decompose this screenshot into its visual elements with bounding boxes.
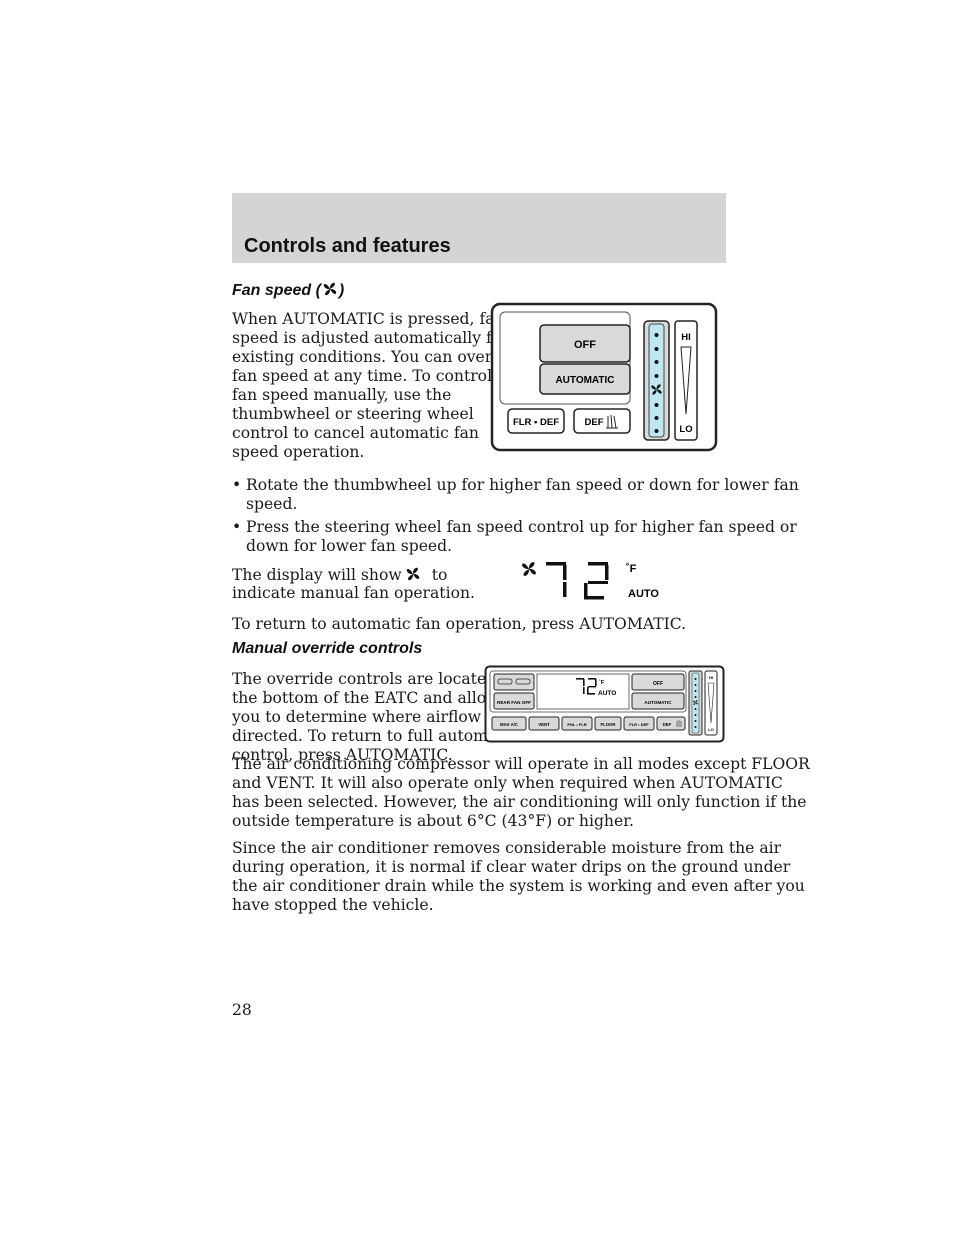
bullet-line: Rotate the thumbwheel up for higher fan …: [246, 476, 799, 494]
rear-fan-off-button: REAR FAN OFF: [493, 692, 535, 710]
header-band: Controls and features: [232, 193, 726, 263]
fan-speed-heading-suffix: ): [338, 282, 345, 299]
fan-speed-heading: Fan speed (): [232, 280, 344, 300]
bullet-item: • Rotate the thumbwheel up for higher fa…: [232, 476, 799, 513]
flr-def-button: FLR • DEF: [507, 408, 565, 434]
display-mode: AUTO: [628, 588, 659, 600]
svg-text:VENT: VENT: [538, 722, 550, 727]
svg-text:AUTOMATIC: AUTOMATIC: [644, 700, 672, 705]
panel-fan-thumbwheel: [688, 670, 703, 736]
floor-button: FLOOR: [594, 716, 622, 731]
svg-text:FLR • DEF: FLR • DEF: [513, 417, 559, 428]
text-line: fan speed at any time. To control: [232, 367, 493, 385]
display-text-pre: The display will show: [232, 566, 402, 584]
svg-text:LO: LO: [708, 727, 714, 732]
fan-icon: [406, 567, 419, 581]
text-line: speed operation.: [232, 443, 365, 461]
manual-override-heading: Manual override controls: [232, 640, 423, 657]
fan-control-panel-figure: OFF AUTOMATIC FLR • DEF DEF HI LO: [490, 302, 718, 452]
bullet-line: Press the steering wheel fan speed contr…: [246, 518, 797, 536]
pnl-flr-button: PNL • FLR: [561, 716, 593, 731]
panel-automatic-button: AUTOMATIC: [631, 692, 685, 710]
defrost-icon: [606, 414, 618, 429]
bullet-line: down for lower fan speed.: [246, 537, 453, 555]
text-line: during operation, it is normal if clear …: [232, 858, 791, 876]
text-line: indicate manual fan operation.: [232, 584, 475, 602]
max-ac-button: MAX A/C: [491, 716, 527, 731]
display-text-line: The display will show to: [232, 565, 447, 585]
text-line: The override controls are located at: [232, 670, 517, 688]
off-button: OFF: [539, 324, 631, 363]
fan-speed-heading-prefix: Fan speed (: [232, 282, 321, 299]
text-line: and VENT. It will also operate only when…: [232, 774, 783, 792]
svg-text:AUTOMATIC: AUTOMATIC: [555, 375, 614, 386]
fan-icon: [693, 700, 698, 705]
text-line: speed is adjusted automatically for: [232, 329, 509, 347]
fan-speed-scale: HI LO: [674, 320, 698, 441]
svg-text:PNL • FLR: PNL • FLR: [567, 722, 586, 727]
svg-text:FLR • DEF: FLR • DEF: [629, 722, 649, 727]
svg-text:˚F: ˚F: [599, 679, 605, 686]
svg-text:DEF: DEF: [585, 417, 604, 428]
text-line: the bottom of the EATC and allow: [232, 689, 500, 707]
text-line: the air conditioner drain while the syst…: [232, 877, 805, 895]
temperature-display-figure: ˚F AUTO: [522, 562, 659, 600]
text-line: The air conditioning compressor will ope…: [232, 755, 810, 773]
panel-fan-speed-scale: HI LO: [704, 670, 718, 736]
text-line: directed. To return to full automatic: [232, 727, 518, 745]
svg-text:DEF: DEF: [663, 722, 672, 727]
display-unit: ˚F: [626, 563, 637, 575]
panel-off-button: OFF: [631, 673, 685, 691]
panel-def-button: DEF: [656, 716, 686, 731]
page-number: 28: [232, 1001, 252, 1019]
seven-segment-digits: [546, 562, 609, 600]
fan-thumbwheel: [643, 320, 670, 441]
svg-text:OFF: OFF: [574, 339, 596, 351]
panel-display: ˚F AUTO: [536, 673, 630, 710]
svg-text:HI: HI: [709, 675, 713, 680]
text-line: control to cancel automatic fan: [232, 424, 479, 442]
bullet-line: speed.: [246, 495, 298, 513]
svg-text:REAR FAN OFF: REAR FAN OFF: [497, 700, 531, 705]
svg-text:OFF: OFF: [653, 681, 663, 687]
svg-text:FLOOR: FLOOR: [600, 722, 616, 727]
text-line: has been selected. However, the air cond…: [232, 793, 807, 811]
svg-text:HI: HI: [681, 332, 691, 343]
text-line: you to determine where airflow is: [232, 708, 500, 726]
bullet-item: • Press the steering wheel fan speed con…: [232, 518, 797, 555]
text-line: fan speed manually, use the: [232, 386, 452, 404]
text-line: Since the air conditioner removes consid…: [232, 839, 782, 857]
defrost-icon: [676, 720, 682, 727]
fan-icon: [323, 282, 337, 296]
def-button: DEF: [573, 408, 631, 434]
text-line: outside temperature is about 6°C (43°F) …: [232, 812, 634, 830]
text-line: have stopped the vehicle.: [232, 896, 434, 914]
text-line: existing conditions. You can override: [232, 348, 524, 366]
vent-button: VENT: [528, 716, 560, 731]
return-instruction: To return to automatic fan operation, pr…: [232, 615, 687, 633]
svg-text:LO: LO: [679, 424, 692, 435]
fan-icon: [522, 562, 536, 576]
text-line: When AUTOMATIC is pressed, fan: [232, 310, 505, 328]
svg-text:AUTO: AUTO: [598, 690, 616, 697]
page-header-title: Controls and features: [244, 235, 451, 257]
display-text-post: to: [431, 566, 448, 584]
panel-flr-def-button: FLR • DEF: [623, 716, 655, 731]
text-line: thumbwheel or steering wheel: [232, 405, 474, 423]
text-line: control, press AUTOMATIC.: [232, 746, 453, 764]
eatc-panel-figure: REAR FAN OFF ˚F AUTO OFF AUTOMATIC MAX A…: [484, 665, 725, 743]
automatic-button: AUTOMATIC: [539, 363, 631, 395]
fan-icon: [651, 384, 662, 395]
svg-text:MAX A/C: MAX A/C: [500, 722, 518, 727]
